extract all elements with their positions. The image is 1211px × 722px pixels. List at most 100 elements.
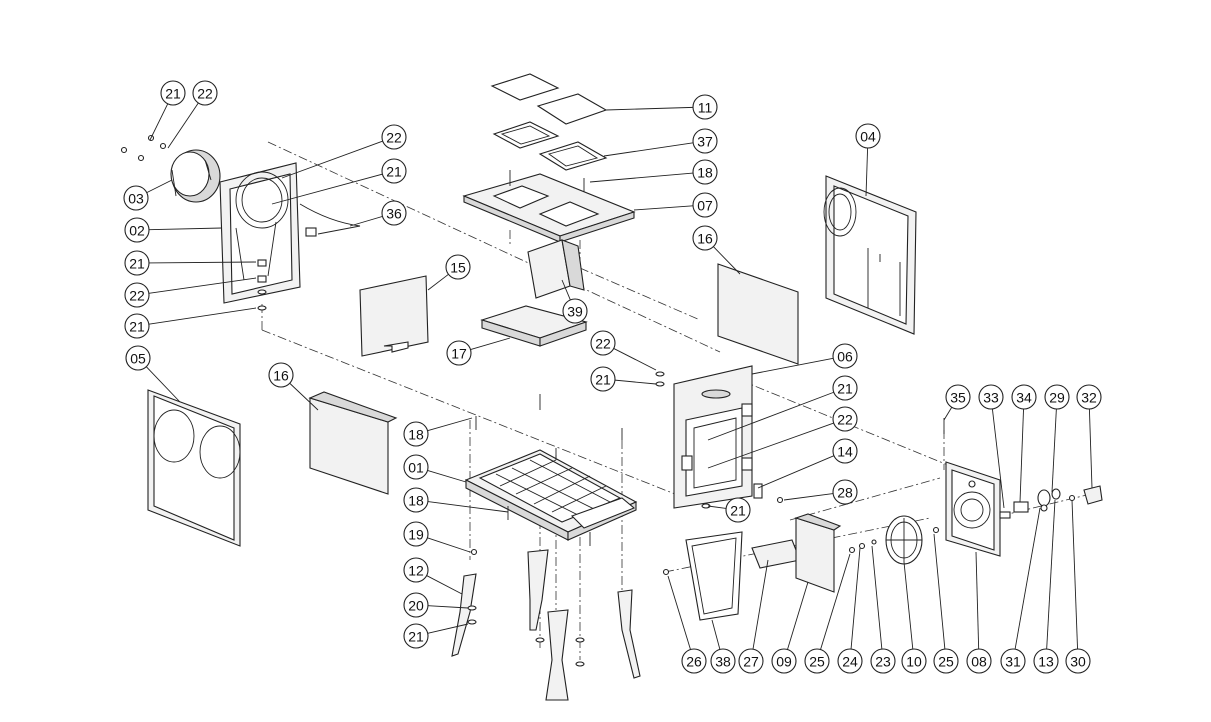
callout-circle (855, 123, 881, 149)
callout-leader (427, 537, 471, 553)
callout-circle (124, 282, 150, 308)
legs-part (451, 549, 641, 701)
callout-label: 37 (697, 134, 713, 150)
callout-leader (1071, 499, 1079, 650)
callout-leader (991, 408, 1005, 509)
callout-leader (561, 279, 571, 301)
grate-base-part (464, 449, 638, 541)
callout-label: 21 (129, 256, 145, 272)
gaskets-part (492, 121, 608, 171)
callout-circle (681, 648, 707, 674)
callout-circle (1065, 648, 1091, 674)
callout-bubble: 05 (125, 345, 151, 371)
callout-circle (446, 340, 472, 366)
callout-bubble: 31 (1000, 648, 1026, 674)
callout-bubble: 21 (160, 80, 186, 106)
callout-label: 28 (837, 485, 853, 501)
base-brick-part (480, 305, 588, 347)
callout-leader (271, 173, 383, 205)
callout-label: 20 (408, 598, 424, 614)
right-brick-part (717, 263, 799, 365)
callout-circle (403, 557, 429, 583)
callout-circle (1033, 648, 1059, 674)
callout-circle (403, 421, 429, 447)
callout-leader (667, 575, 691, 650)
callout-label: 12 (408, 563, 424, 579)
callout-circle (692, 225, 718, 251)
callout-leader (757, 455, 835, 489)
callout-bubble: 34 (1011, 384, 1037, 410)
side-brick-part (359, 275, 429, 357)
callout-circle (870, 648, 896, 674)
callout-bubble: 35 (945, 384, 971, 410)
callout-label: 25 (809, 654, 825, 670)
callout-leader (865, 147, 869, 197)
callout-bubble: 16 (268, 362, 294, 388)
callout-label: 11 (698, 100, 713, 116)
callout-label: 35 (950, 390, 966, 406)
callout-bubble: 39 (562, 298, 588, 324)
callout-circle (1000, 648, 1026, 674)
callout-circle (381, 200, 407, 226)
callout-leader (751, 357, 834, 375)
callout-circle (403, 521, 429, 547)
callout-leader (1014, 507, 1041, 650)
callout-label: 32 (1081, 390, 1097, 406)
callout-circle (771, 648, 797, 674)
callout-label: 21 (129, 319, 145, 335)
right-side-panel-part (823, 175, 917, 335)
callout-leader (752, 559, 769, 650)
callout-label: 22 (837, 412, 853, 428)
callout-leader (613, 348, 657, 371)
callout-leader (427, 501, 509, 513)
callout-circle (933, 648, 959, 674)
callout-leader (470, 337, 511, 351)
callout-label: 22 (595, 336, 611, 352)
callout-bubble: 23 (870, 648, 896, 674)
callout-bubble: 08 (966, 648, 992, 674)
door-gasket-part (685, 531, 743, 621)
callout-label: 01 (408, 460, 424, 476)
callout-label: 08 (971, 654, 987, 670)
callout-circle (381, 158, 407, 184)
callout-leader (427, 273, 449, 291)
callout-bubble: 11 (692, 94, 718, 120)
callout-label: 21 (165, 86, 181, 102)
callout-label: 22 (386, 130, 402, 146)
callout-label: 31 (1005, 654, 1021, 670)
callout-circle (725, 497, 751, 523)
callout-label: 14 (837, 444, 853, 460)
callout-circle (403, 592, 429, 618)
callout-label: 24 (842, 654, 858, 670)
callout-bubble: 18 (403, 487, 429, 513)
callout-label: 05 (130, 351, 146, 367)
front-panel-part (147, 389, 241, 547)
callout-circle (562, 298, 588, 324)
callout-label: 38 (715, 654, 731, 670)
callout-bubble: 22 (192, 80, 218, 106)
callout-label: 30 (1070, 654, 1086, 670)
callout-label: 07 (697, 198, 713, 214)
callout-bubble: 26 (681, 648, 707, 674)
callout-bubble: 18 (692, 159, 718, 185)
callout-bubble: 10 (901, 648, 927, 674)
callout-label: 22 (129, 288, 145, 304)
callout-bubble: 21 (725, 497, 751, 523)
callout-bubble: 07 (692, 192, 718, 218)
callout-label: 39 (567, 304, 583, 320)
callout-circle (1044, 384, 1070, 410)
callout-label: 27 (743, 654, 759, 670)
callout-bubble: 18 (403, 421, 429, 447)
callout-leader (427, 470, 467, 483)
callout-bubble: 22 (124, 282, 150, 308)
callout-bubble: 01 (403, 454, 429, 480)
callout-bubble: 25 (933, 648, 959, 674)
callout-leader (149, 103, 169, 141)
top-plate-part (462, 170, 636, 243)
callout-circle (804, 648, 830, 674)
callout-bubble: 02 (124, 217, 150, 243)
callout-circle (124, 217, 150, 243)
callout-circle (192, 80, 218, 106)
